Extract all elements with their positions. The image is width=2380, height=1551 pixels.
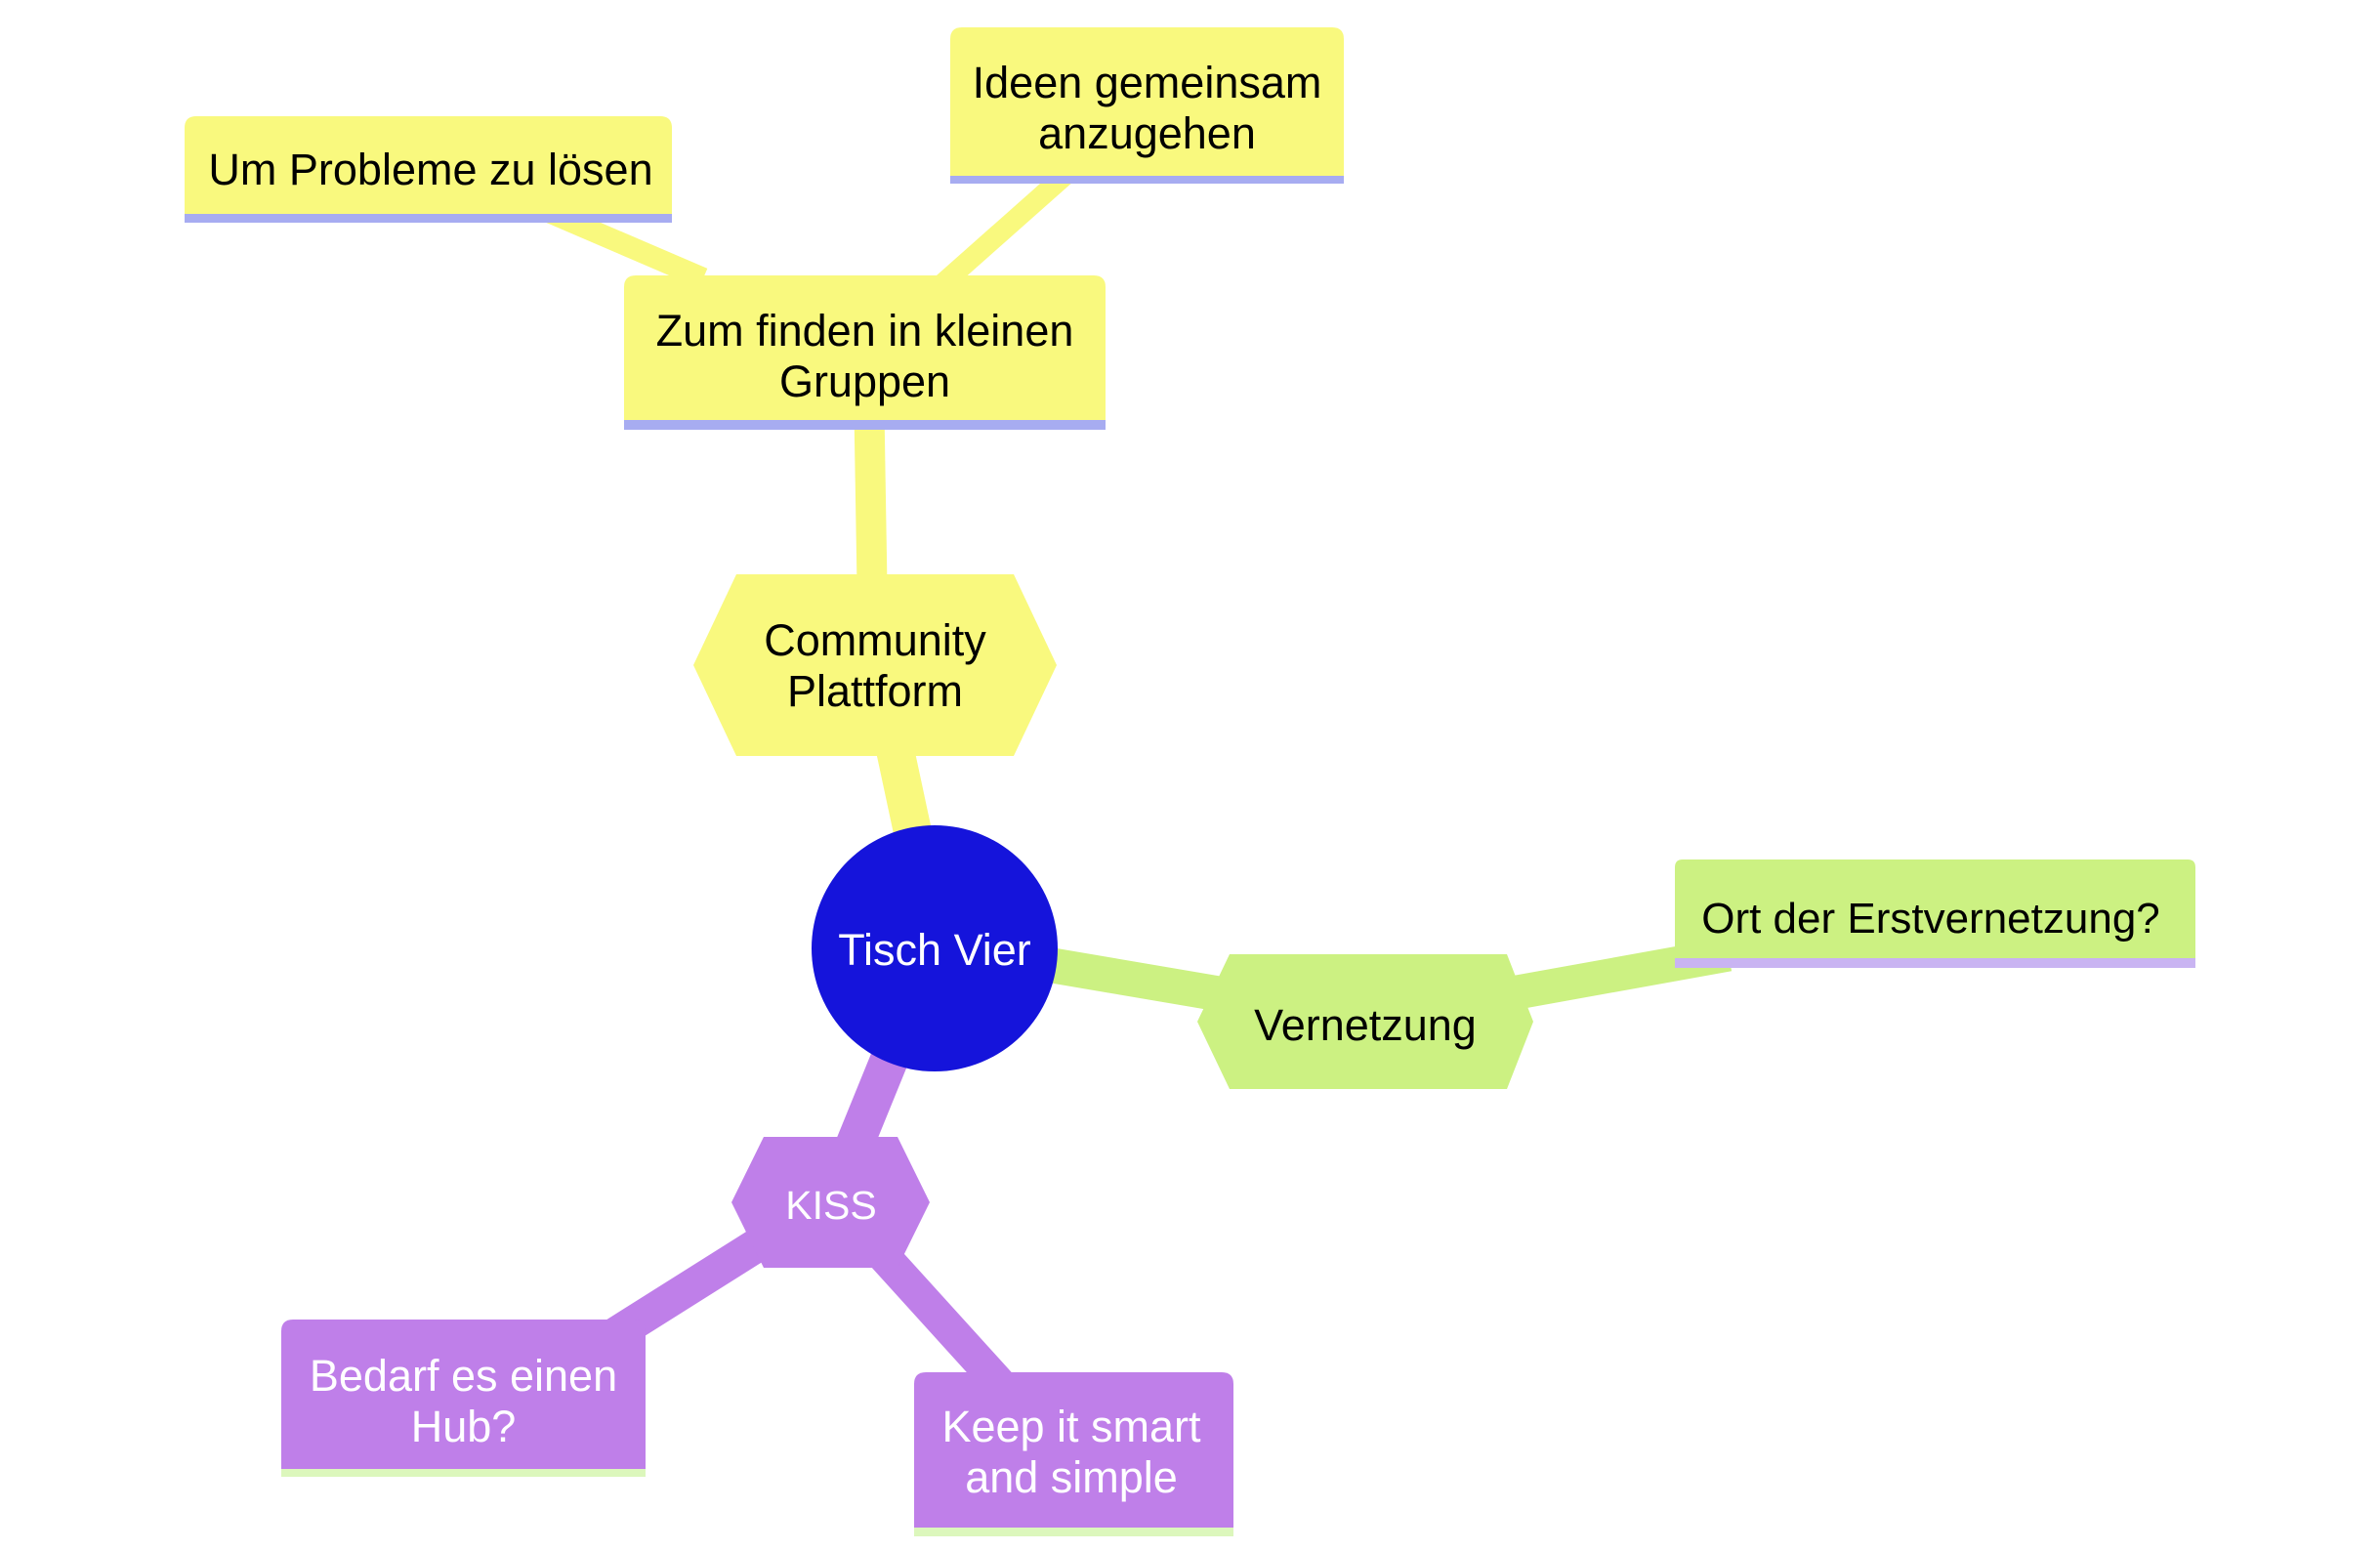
svg-text:Ort der Erstvernetzung?: Ort der Erstvernetzung?	[1701, 895, 2160, 943]
svg-text:Hub?: Hub?	[411, 1402, 517, 1451]
svg-text:Vernetzung: Vernetzung	[1254, 1000, 1477, 1050]
svg-text:Bedarf es einen: Bedarf es einen	[310, 1351, 617, 1401]
svg-text:Gruppen: Gruppen	[779, 356, 950, 406]
svg-text:Tisch Vier: Tisch Vier	[838, 925, 1031, 975]
svg-text:anzugehen: anzugehen	[1038, 108, 1256, 158]
svg-text:Keep it smart: Keep it smart	[941, 1402, 1201, 1451]
svg-text:Um Probleme zu lösen: Um Probleme zu lösen	[208, 145, 652, 194]
svg-text:KISS: KISS	[785, 1183, 876, 1228]
svg-text:and simple: and simple	[965, 1452, 1178, 1502]
svg-text:Zum finden in kleinen: Zum finden in kleinen	[656, 306, 1074, 356]
svg-text:Community: Community	[764, 615, 986, 665]
svg-text:Plattform: Plattform	[787, 666, 963, 716]
svg-text:Ideen gemeinsam: Ideen gemeinsam	[973, 58, 1322, 107]
